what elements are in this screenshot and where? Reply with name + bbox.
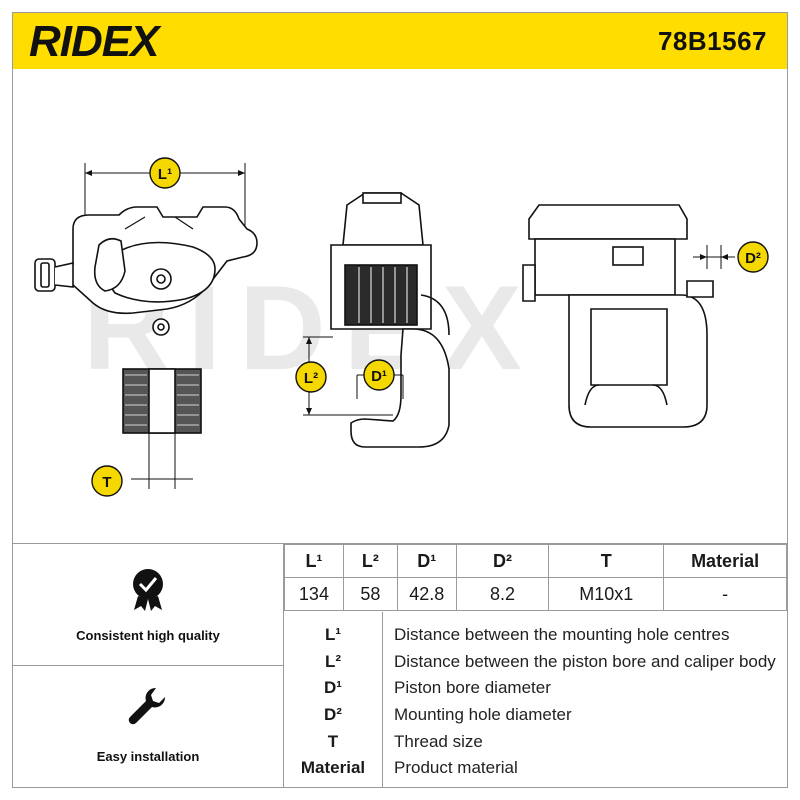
legend-text: Thread size bbox=[394, 732, 483, 751]
spec-value-row: 134 58 42.8 8.2 M10x1 - bbox=[284, 577, 787, 611]
header-bar: RIDEX 78B1567 bbox=[13, 13, 787, 69]
legend-row: T Thread size bbox=[284, 729, 787, 755]
product-sheet: RIDEX 78B1567 RIDEX bbox=[12, 12, 788, 788]
technical-drawing: RIDEX bbox=[13, 69, 787, 543]
legend-text: Distance between the piston bore and cal… bbox=[394, 652, 776, 671]
legend-text: Product material bbox=[394, 758, 518, 777]
spec-header-d2: D² bbox=[455, 544, 550, 578]
brand-logo: RIDEX bbox=[29, 20, 163, 62]
caliper-rear-view bbox=[522, 204, 769, 428]
feature-installation: Easy installation bbox=[13, 666, 283, 788]
legend-key: D¹ bbox=[324, 678, 342, 697]
spec-value-material: - bbox=[663, 577, 787, 611]
caliper-drawing: RIDEX bbox=[34, 157, 769, 497]
spec-value-l1: 134 bbox=[284, 577, 344, 611]
spec-table: L¹ L² D¹ D² T Material 134 58 42.8 8.2 M… bbox=[284, 544, 787, 611]
legend-key: D² bbox=[324, 705, 342, 724]
quality-check-badge-icon bbox=[133, 569, 163, 611]
legend-row: L¹ Distance between the mounting hole ce… bbox=[284, 622, 787, 648]
legend-key: L¹ bbox=[324, 625, 342, 644]
spec-header-l1: L¹ bbox=[284, 544, 344, 578]
brand-logo-text: RIDEX bbox=[29, 20, 162, 62]
spec-header-material: Material bbox=[663, 544, 787, 578]
spec-value-l2: 58 bbox=[342, 577, 398, 611]
legend-key: L² bbox=[324, 652, 342, 671]
caliper-front-view bbox=[34, 157, 258, 336]
spec-header-l2: L² bbox=[342, 544, 398, 578]
spec-value-d1: 42.8 bbox=[396, 577, 457, 611]
feature-quality: Consistent high quality bbox=[13, 544, 283, 666]
legend-row: Material Product material bbox=[284, 755, 787, 781]
feature-quality-label: Consistent high quality bbox=[76, 628, 220, 643]
legend-divider bbox=[382, 612, 383, 788]
legend-row: L² Distance between the piston bore and … bbox=[284, 649, 787, 675]
callout-d2: D² bbox=[745, 250, 761, 267]
spec-value-d2: 8.2 bbox=[455, 577, 550, 611]
feature-installation-label: Easy installation bbox=[96, 749, 200, 764]
legend-key: T bbox=[327, 732, 339, 751]
part-number: 78B1567 bbox=[657, 26, 767, 56]
thread-section-view bbox=[91, 368, 202, 497]
legend-row: D¹ Piston bore diameter bbox=[284, 675, 787, 701]
legend-list: L¹ Distance between the mounting hole ce… bbox=[284, 612, 787, 788]
legend-key: Material bbox=[300, 758, 366, 777]
callout-l2: L² bbox=[304, 370, 318, 387]
legend-text: Mounting hole diameter bbox=[394, 705, 572, 724]
callout-t: T bbox=[102, 474, 111, 491]
spec-header-t: T bbox=[548, 544, 665, 578]
callout-d1: D¹ bbox=[371, 368, 387, 385]
features-panel: Consistent high quality Easy installatio… bbox=[13, 544, 284, 788]
spec-value-t: M10x1 bbox=[548, 577, 665, 611]
legend-text: Piston bore diameter bbox=[394, 678, 551, 697]
caliper-section-view bbox=[295, 192, 450, 448]
legend-text: Distance between the mounting hole centr… bbox=[394, 625, 730, 644]
callout-l1: L¹ bbox=[158, 166, 172, 183]
spec-header-d1: D¹ bbox=[396, 544, 457, 578]
spec-header-row: L¹ L² D¹ D² T Material bbox=[284, 544, 787, 578]
spec-section: Consistent high quality Easy installatio… bbox=[13, 543, 787, 788]
wrench-icon bbox=[128, 687, 166, 725]
legend-row: D² Mounting hole diameter bbox=[284, 702, 787, 728]
